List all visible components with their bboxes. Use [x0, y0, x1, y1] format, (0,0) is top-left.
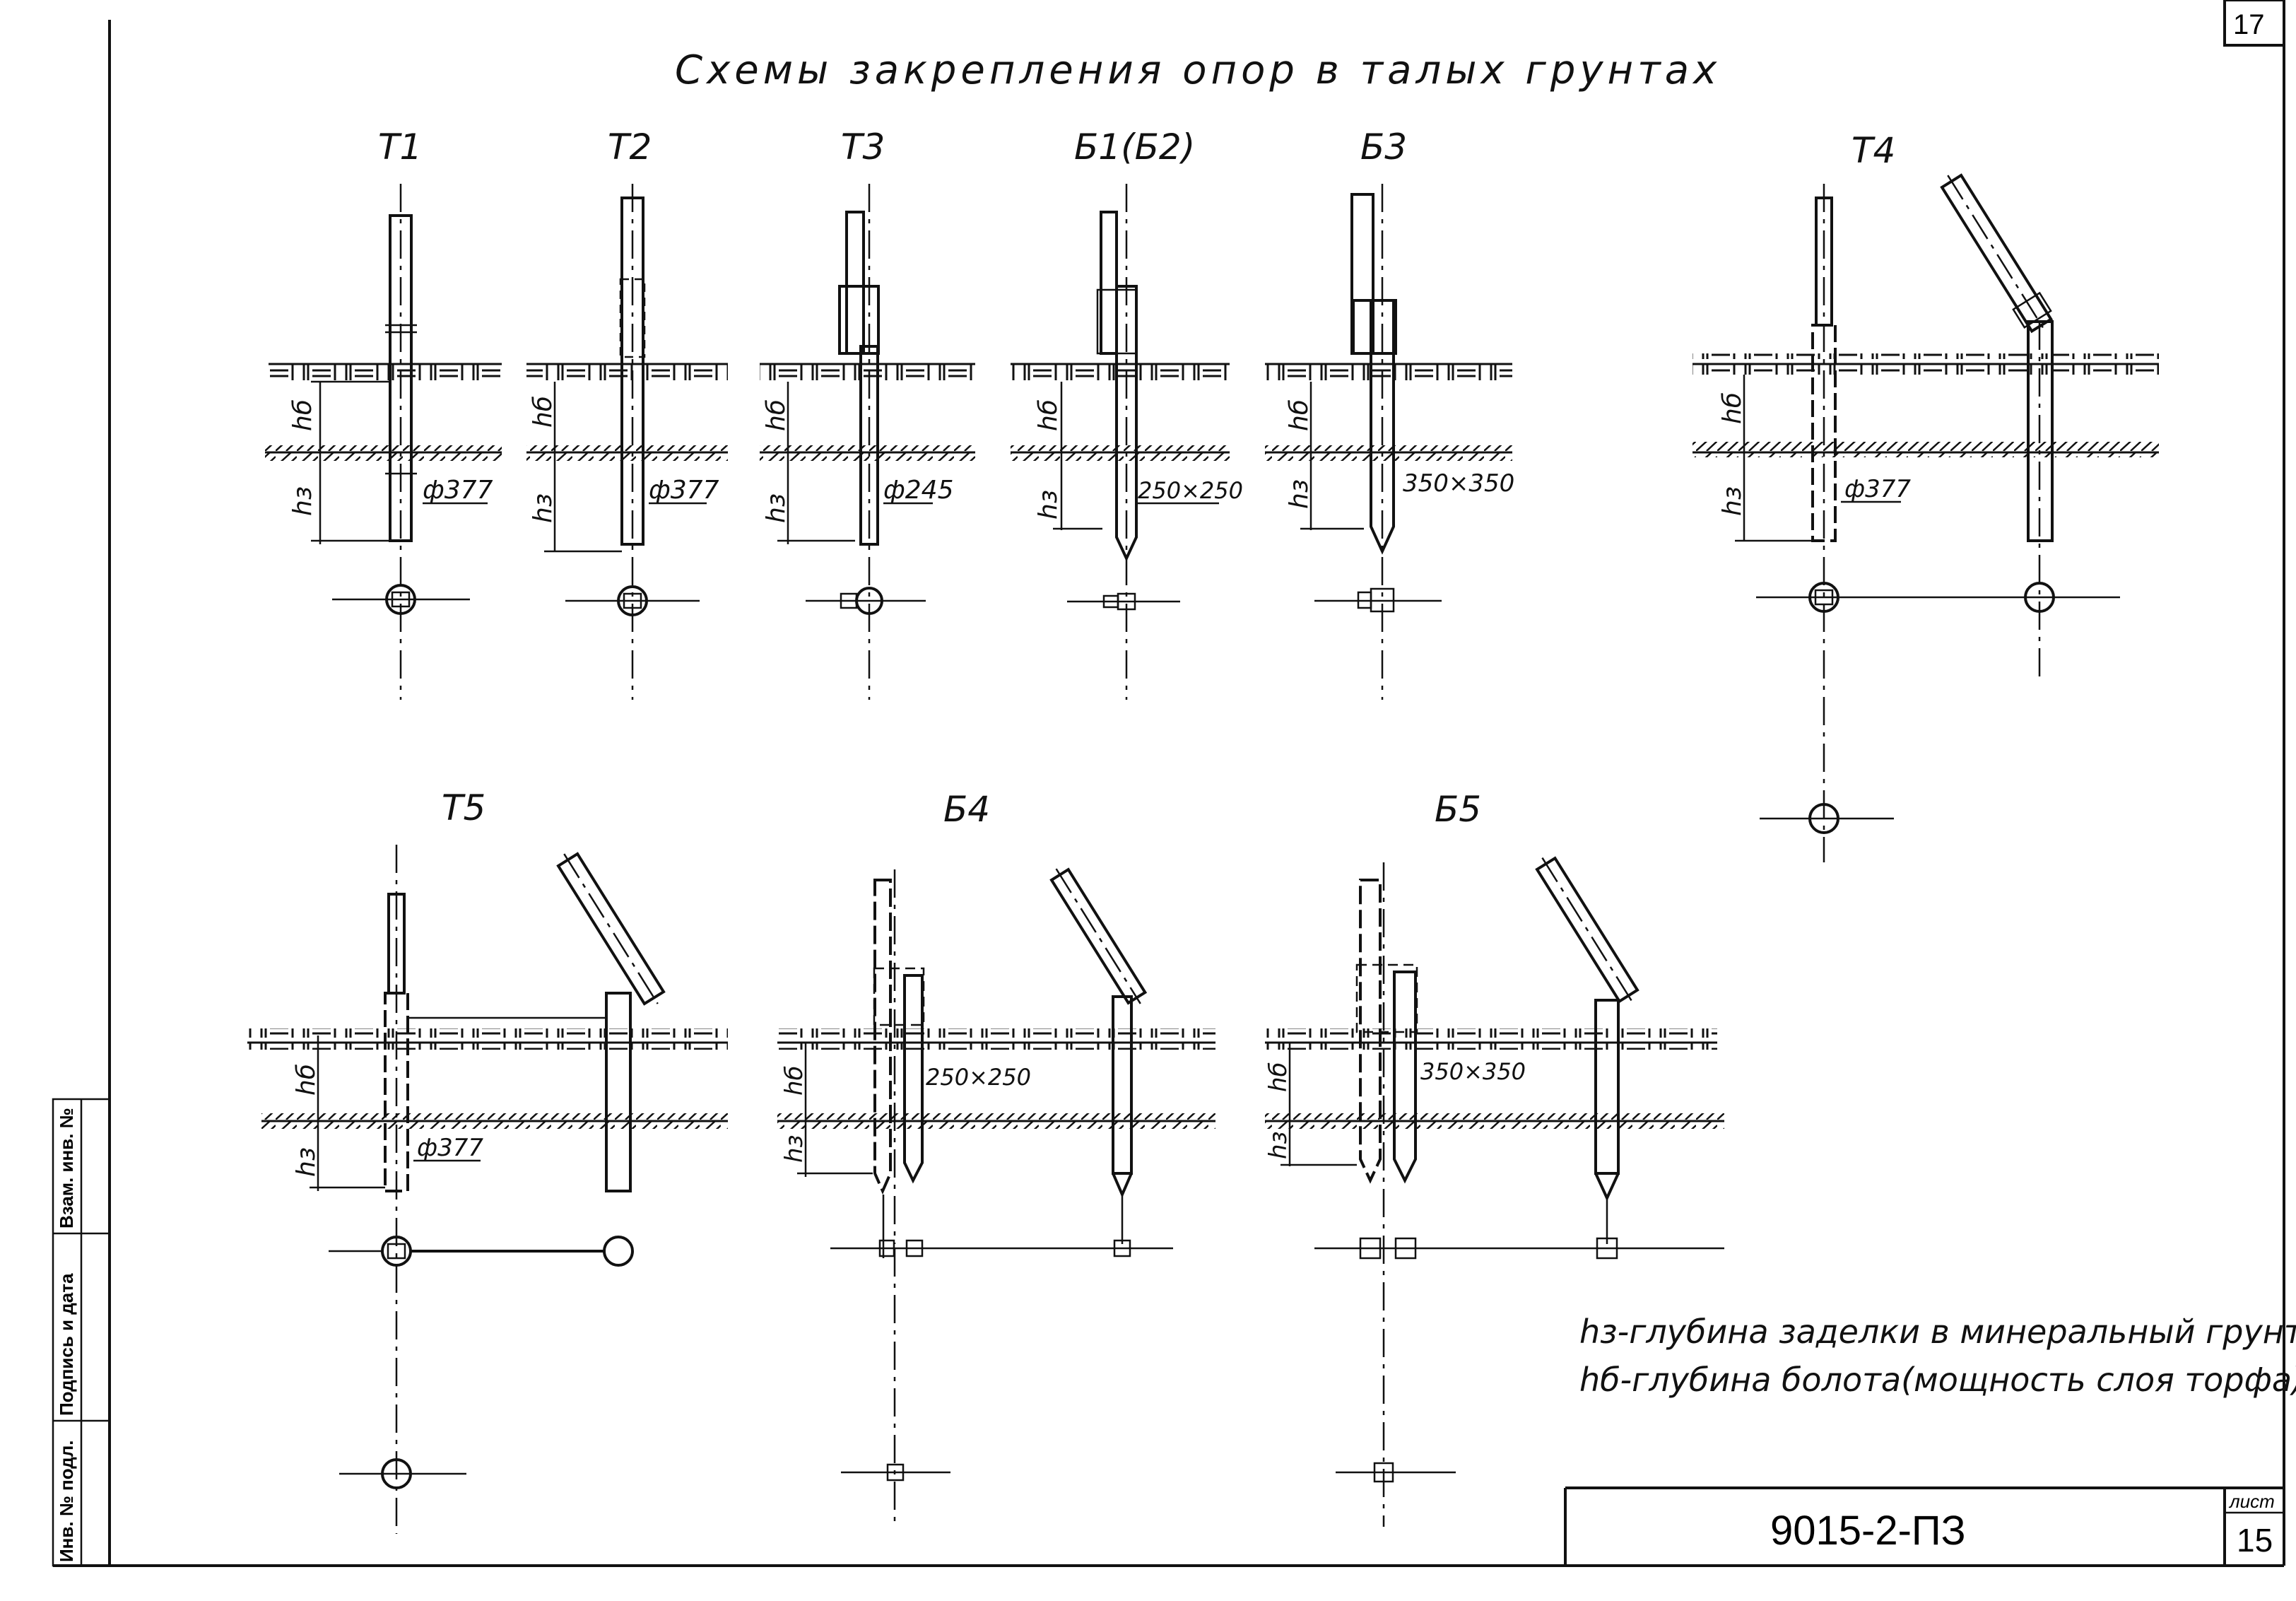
hb-label: hб [292, 1064, 321, 1096]
scheme-T5: Т5 hб hз ф377 [292, 787, 666, 1534]
hb-label: hб [288, 399, 317, 431]
hz-label: hз [1034, 490, 1063, 520]
scheme-label: Б3 [1360, 127, 1407, 168]
scheme-label: Т1 [378, 127, 422, 168]
page-title: Схемы закрепления опор в талых грунтах [675, 47, 1721, 93]
mineral-soil [1265, 1113, 1724, 1129]
hb-label: hб [1264, 1062, 1293, 1092]
hb-label: hб [1285, 399, 1314, 431]
hb-label: hб [762, 399, 791, 431]
scheme-label: Т2 [608, 127, 652, 168]
hz-label: hз [780, 1134, 808, 1163]
scheme-B4: Б4 hб hз 250×250 [780, 789, 1173, 1527]
size-label: ф245 [883, 476, 954, 505]
size-label: ф377 [649, 476, 719, 505]
scheme-label: Т3 [841, 127, 885, 168]
hb-label: hб [1034, 399, 1063, 431]
sheet-number: 15 [2237, 1522, 2273, 1559]
hz-label: hз [1264, 1131, 1293, 1159]
hb-label: hб [529, 396, 558, 428]
peat-surface [777, 1028, 1215, 1050]
peat-surface [1692, 353, 2159, 375]
hz-label: hз [762, 493, 791, 523]
hz-label: hз [529, 493, 558, 523]
size-label: ф377 [423, 476, 493, 505]
peat-surface [269, 359, 502, 380]
scheme-label: Б5 [1435, 789, 1481, 830]
peat-surface [1265, 1028, 1717, 1050]
mineral-soil [760, 445, 975, 461]
size-label: 350×350 [1403, 469, 1514, 498]
scheme-T3: Т3 hб hз ф245 [762, 127, 954, 700]
size-label: 250×250 [926, 1064, 1031, 1091]
hz-label: hз [292, 1147, 321, 1177]
size-label: 250×250 [1138, 477, 1243, 504]
title-block: 9015-2-ПЗ лист 15 [1564, 1486, 2284, 1566]
side-stamp: Инв. № подл. Подпись и дата Взам. инв. № [52, 1098, 111, 1567]
hb-label: hб [1718, 392, 1747, 424]
hz-label: hз [1285, 479, 1314, 509]
scheme-label: Т4 [1851, 130, 1895, 171]
mineral-soil [777, 1113, 1215, 1129]
peat-surface [760, 359, 975, 380]
peat-surface [1011, 359, 1230, 380]
hz-label: hз [1718, 486, 1747, 516]
scheme-B1B2: Б1(Б2) hб hз 250×250 [1034, 127, 1243, 700]
scheme-T1: Т1 hб hз ф377 [288, 127, 493, 700]
size-label: ф377 [1844, 475, 1911, 503]
size-label: ф377 [417, 1134, 483, 1162]
hb-label: hб [780, 1065, 808, 1096]
peat-surface [1265, 359, 1512, 380]
hz-label: hз [288, 486, 317, 516]
scheme-label: Б1(Б2) [1074, 127, 1195, 168]
legend-line-2: hб-глубина болота(мощность слоя торфа) [1579, 1361, 2296, 1399]
sheet-number-top: 17 [2233, 9, 2265, 40]
size-label: 350×350 [1420, 1058, 1526, 1085]
side-label-inv-podl: Инв. № подл. [56, 1440, 77, 1562]
sheet-number-top-box [2223, 0, 2285, 47]
scheme-B5: Б5 hб hз 350×350 [1264, 789, 1724, 1527]
mineral-soil [1265, 445, 1512, 461]
mineral-soil [526, 445, 728, 461]
document-code: 9015-2-ПЗ [1770, 1508, 1966, 1554]
scheme-B3: Б3 hб hз 350×350 [1285, 127, 1514, 700]
side-label-podpis: Подпись и дата [56, 1273, 77, 1416]
side-label-vzam: Взам. инв. № [56, 1108, 77, 1228]
mineral-soil [1011, 445, 1230, 461]
sheet-label: лист [2228, 1491, 2275, 1512]
scheme-label: Т5 [442, 787, 485, 828]
scheme-T4: Т4 hб hз ф377 [1718, 130, 2120, 862]
scheme-label: Б4 [943, 789, 990, 830]
scheme-T2: Т2 hб hз ф377 [529, 127, 719, 700]
peat-surface [526, 359, 728, 380]
mineral-soil [265, 445, 502, 461]
mineral-soil [261, 1113, 728, 1129]
mineral-soil [1692, 442, 2159, 457]
peat-surface [247, 1028, 728, 1050]
legend-line-1: hз-глубина заделки в минеральный грунт [1579, 1313, 2296, 1351]
